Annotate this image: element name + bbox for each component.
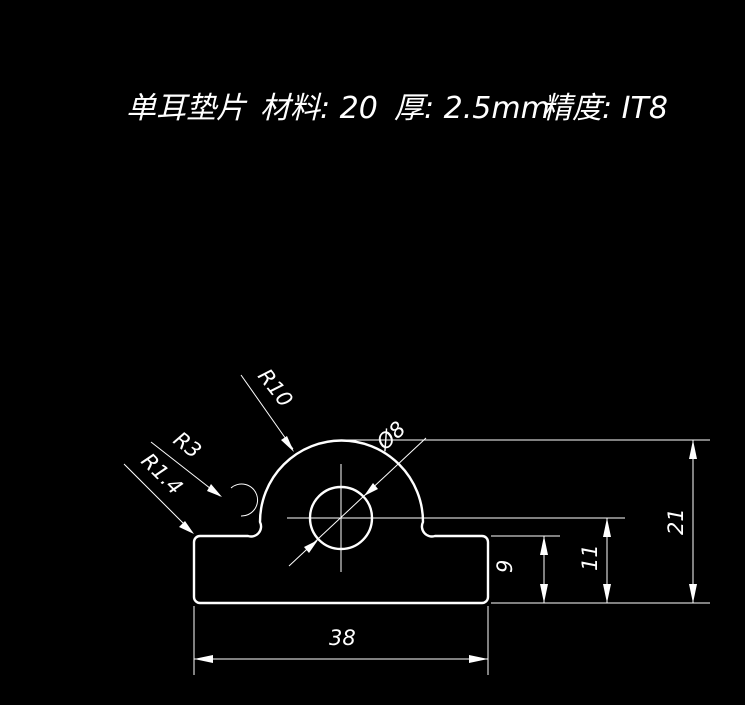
r3-label: R3: [169, 427, 206, 463]
d11-arrow-bottom: [603, 584, 611, 603]
part-name-label: 单耳垫片: [126, 91, 248, 126]
r3-leader: [150, 441, 221, 497]
d38-arrow-left: [194, 655, 213, 663]
precision-label: 精度: IT8: [542, 91, 668, 126]
thickness-label: 厚: 2.5mm: [394, 91, 550, 126]
part-outline: [192, 439, 490, 605]
d21-arrow-bottom: [689, 584, 697, 603]
r3-arrow: [207, 484, 222, 497]
d11-label: 11: [578, 544, 602, 571]
d11-arrow-top: [603, 518, 611, 537]
r14-arrow: [179, 521, 194, 534]
phi8-arrow-lower: [304, 540, 318, 553]
r10-label: R10: [253, 364, 297, 411]
d9-label: 9: [493, 560, 517, 573]
d38-arrow-right: [469, 655, 488, 663]
d9-arrow-top: [540, 536, 548, 555]
d9-arrow-bottom: [540, 584, 548, 603]
phi8-arrow-upper: [364, 483, 378, 496]
d21-arrow-top: [689, 440, 697, 459]
r14-label: R1.4: [136, 449, 187, 500]
material-label: 材料: 20: [260, 91, 378, 126]
r14-leader: [123, 463, 193, 533]
d21-label: 21: [664, 508, 688, 535]
r3-indicator-arc: [230, 483, 259, 517]
d38-label: 38: [329, 626, 356, 650]
r10-arrow: [281, 436, 294, 452]
r10-leader: [240, 374, 294, 450]
